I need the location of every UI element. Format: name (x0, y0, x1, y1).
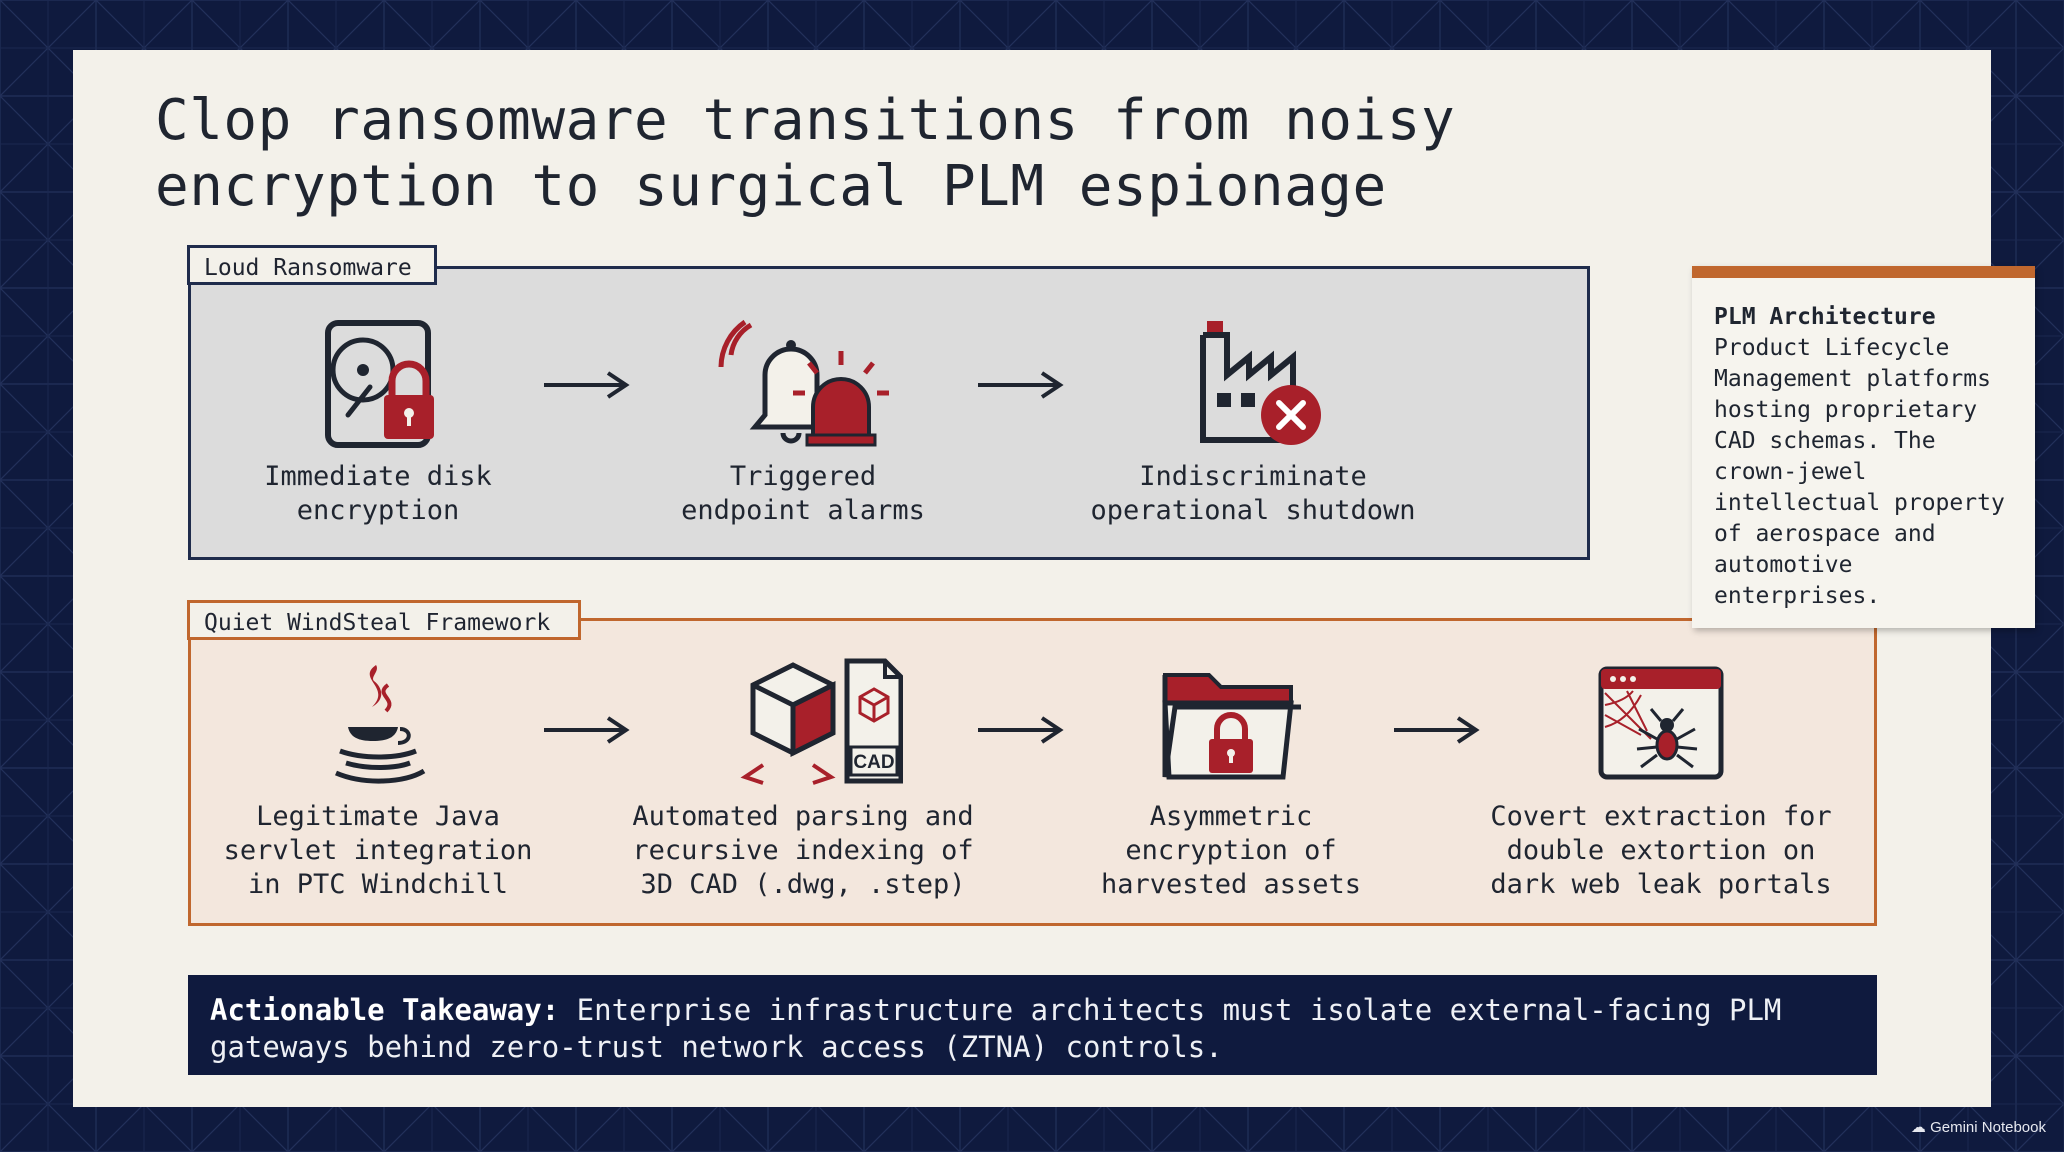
arrow-right-icon (1394, 716, 1480, 744)
loud-ransomware-tab: Loud Ransomware (187, 245, 437, 285)
plm-architecture-note: PLM Architecture Product Lifecycle Manag… (1692, 266, 2035, 628)
note-title: PLM Architecture (1714, 304, 1936, 330)
spider-web-browser-icon (1598, 666, 1724, 780)
factory-shutdown-icon (1200, 321, 1321, 445)
takeaway-text: Enterprise infrastructure architects mus… (210, 993, 1782, 1064)
note-body: Product Lifecycle Management platforms h… (1714, 335, 2005, 609)
slide-card (73, 50, 1991, 1107)
quiet-step-java-servlet: Legitimate Java servlet integration in P… (213, 655, 543, 902)
cube-cad-file-icon: CAD (740, 658, 903, 785)
step-label: Asymmetric encryption of harvested asset… (1100, 801, 1362, 900)
quiet-step-covert-extraction: Covert extraction for double extortion o… (1481, 655, 1841, 902)
step-label: Automated parsing and recursive indexing… (632, 801, 974, 900)
step-label: Triggered endpoint alarms (681, 461, 925, 526)
arrow-right-icon (978, 716, 1064, 744)
brand-watermark: ☁ Gemini Notebook (1910, 1119, 2046, 1136)
quiet-windsteal-panel (188, 618, 1877, 926)
quiet-step-cad-indexing: CAD Automated parsing and recursive inde… (623, 655, 983, 902)
brand-text: Gemini Notebook (1930, 1119, 2046, 1136)
hard-drive-lock-icon (325, 320, 434, 448)
loud-step-disk-encryption: Immediate disk encryption (228, 315, 528, 528)
slide-title: Clop ransomware transitions from noisy e… (155, 88, 1456, 219)
alarm-bell-siren-icon (718, 319, 889, 447)
quiet-step-asymmetric-encryption: Asymmetric encryption of harvested asset… (1071, 655, 1391, 902)
loud-step-endpoint-alarms: Triggered endpoint alarms (653, 315, 953, 528)
cad-badge-text: CAD (853, 752, 894, 773)
arrow-right-icon (544, 716, 630, 744)
arrow-right-icon (978, 371, 1064, 399)
step-label: Indiscriminate operational shutdown (1090, 461, 1416, 526)
step-label: Immediate disk encryption (264, 461, 492, 526)
arrow-right-icon (544, 371, 630, 399)
locked-folder-icon (1162, 673, 1301, 780)
quiet-windsteal-tab: Quiet WindSteal Framework (187, 600, 581, 640)
step-label: Legitimate Java servlet integration in P… (223, 801, 533, 900)
loud-step-operational-shutdown: Indiscriminate operational shutdown (1083, 315, 1423, 528)
actionable-takeaway-banner: Actionable Takeaway: Enterprise infrastr… (188, 975, 1877, 1075)
step-label: Covert extraction for double extortion o… (1490, 801, 1832, 900)
takeaway-lead: Actionable Takeaway: (210, 993, 560, 1027)
java-coffee-icon (335, 665, 426, 784)
